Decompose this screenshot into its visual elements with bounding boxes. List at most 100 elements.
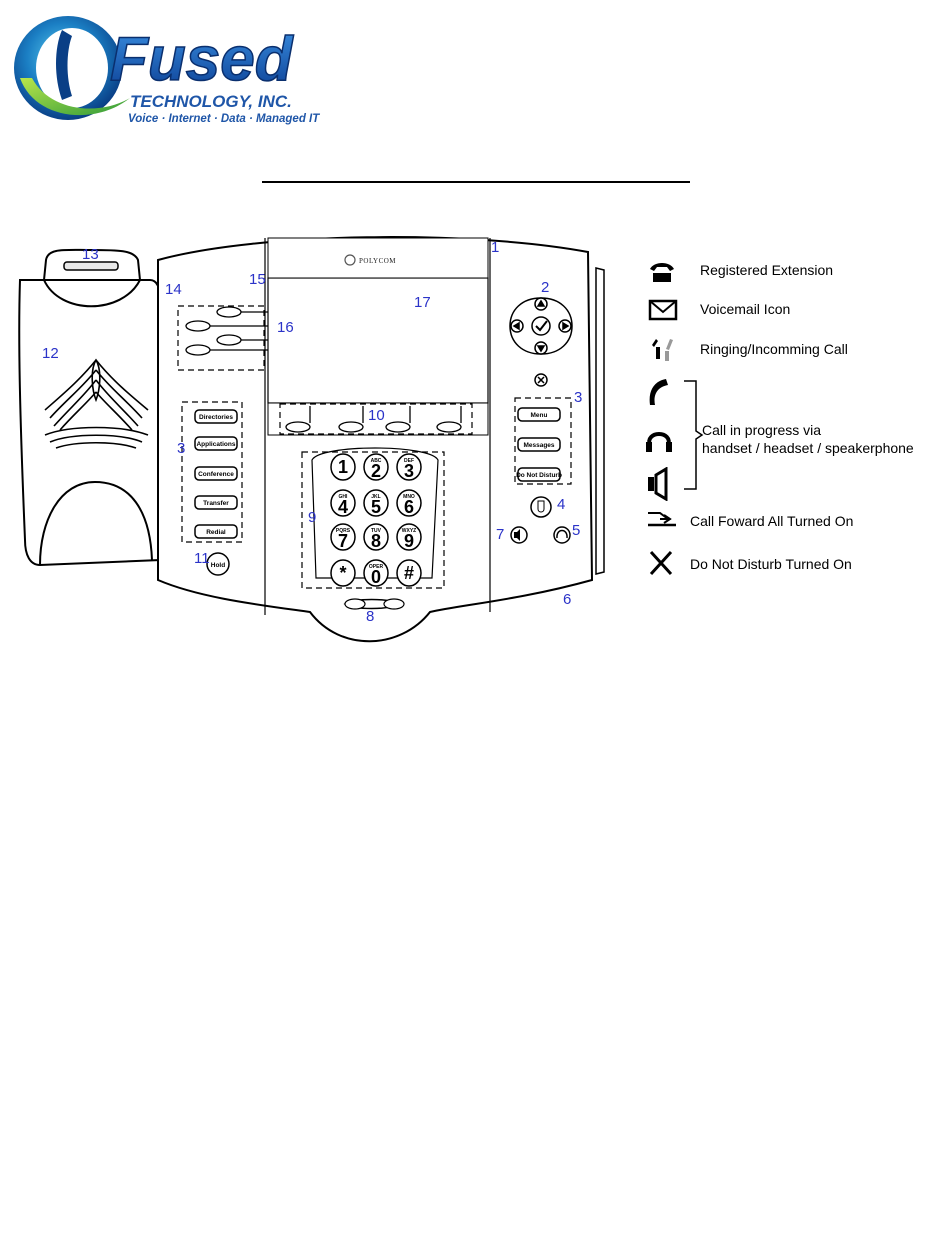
envelope-icon — [648, 299, 678, 321]
callout-13: 13 — [82, 246, 99, 263]
callout-4: 4 — [557, 496, 565, 513]
volume-key[interactable] — [343, 598, 405, 610]
ringing-icon — [652, 339, 673, 361]
soft-key-4[interactable] — [436, 421, 462, 433]
callout-16: 16 — [277, 319, 294, 336]
dialpad-key-digit: * — [339, 563, 346, 583]
line-key-1[interactable] — [216, 306, 242, 318]
logo-handset — [56, 30, 72, 100]
right-hard-keys: Menu Messages Do Not Disturb — [516, 407, 562, 482]
dialpad-key-letters: TUV — [371, 528, 382, 534]
display-screen — [267, 277, 489, 404]
callout-1: 1 — [491, 239, 499, 256]
do-not-disturb-key-label: Do Not Disturb — [516, 472, 562, 479]
dialpad-key-letters: PQRS — [336, 528, 351, 534]
registered-extension-label: Registered Extension — [700, 262, 834, 278]
dialpad-key-digit: 4 — [338, 497, 348, 517]
soft-keys — [285, 406, 462, 433]
callout-9: 9 — [308, 509, 316, 526]
directories-key[interactable] — [194, 409, 238, 424]
callout-12: 12 — [42, 345, 59, 362]
dialpad-key-digit: # — [404, 563, 414, 583]
dialpad-key-letters: OPER — [369, 564, 384, 570]
redial-key[interactable] — [194, 524, 238, 539]
ringing-label: Ringing/Incomming Call — [700, 341, 848, 357]
dialpad-key-digit: 7 — [338, 531, 348, 551]
headset-icon[interactable] — [553, 526, 571, 544]
line-key-4[interactable] — [185, 344, 211, 356]
conference-key[interactable] — [194, 466, 238, 481]
call-forward-icon — [648, 512, 676, 527]
brand-label: POLYCOM — [359, 257, 396, 265]
callout-17: 17 — [414, 294, 431, 311]
dialpad-key-digit: 3 — [404, 461, 414, 481]
dialpad-key-letters: JKL — [371, 494, 380, 500]
menu-key[interactable] — [517, 407, 561, 422]
dialpad-key-star[interactable]: * — [330, 559, 356, 587]
callout-8: 8 — [366, 608, 374, 625]
redial-key-label: Redial — [206, 529, 226, 536]
navigation-keys — [509, 297, 573, 387]
soft-key-1[interactable] — [285, 421, 311, 433]
registered-extension-icon — [650, 263, 674, 282]
do-not-disturb-key[interactable] — [517, 467, 561, 482]
messages-key-label: Messages — [523, 442, 554, 449]
conference-key-label: Conference — [198, 471, 234, 478]
do-not-disturb-label: Do Not Disturb Turned On — [690, 556, 852, 572]
directories-key-label: Directories — [199, 414, 233, 421]
dialpad-key-digit: 6 — [404, 497, 414, 517]
logo-subtitle: TECHNOLOGY, INC. — [130, 92, 292, 111]
do-not-disturb-icon — [649, 550, 673, 576]
hold-key-label: Hold — [211, 562, 225, 569]
handset-earpiece-vents — [44, 358, 149, 449]
mute-microphone-icon[interactable] — [530, 496, 552, 518]
transfer-key[interactable] — [194, 495, 238, 510]
dialpad-key-letters: DEF — [404, 458, 414, 464]
applications-key[interactable] — [194, 436, 238, 451]
line-key-2[interactable] — [185, 320, 211, 332]
callout-5: 5 — [572, 522, 580, 539]
applications-key-label: Applications — [196, 441, 235, 448]
menu-key-label: Menu — [531, 412, 548, 419]
call-progress-label-line1: Call in progress via — [702, 422, 822, 438]
hold-key[interactable] — [206, 552, 230, 576]
dialpad-key-digit: 0 — [371, 567, 381, 587]
dialpad-key-digit: 8 — [371, 531, 381, 551]
polycom-logo-icon — [344, 254, 356, 266]
dialpad-key-hash[interactable]: # — [396, 559, 422, 587]
soft-key-2[interactable] — [338, 421, 364, 433]
dialpad-key-1[interactable]: 1 — [330, 453, 356, 481]
dialpad-key-digit: 2 — [371, 461, 381, 481]
status-icon-legend: Registered Extension Voicemail Icon Ring… — [640, 255, 940, 585]
callout-10: 10 — [368, 407, 385, 424]
dialpad-key-letters: GHI — [339, 494, 349, 500]
dialpad-key-letters: WXYZ — [402, 528, 416, 534]
select-check-icon[interactable] — [531, 316, 551, 336]
headset-call-icon — [646, 432, 672, 452]
callout-6: 6 — [563, 591, 571, 608]
handset — [18, 248, 161, 567]
dialpad-key-letters: MNO — [403, 494, 415, 500]
phone-diagram: POLYCOM Directories Applications Confere… — [18, 236, 605, 643]
callout-15: 15 — [249, 271, 266, 288]
messages-key[interactable] — [517, 437, 561, 452]
soft-key-3[interactable] — [385, 421, 411, 433]
line-key-3[interactable] — [216, 334, 242, 346]
handset-call-icon — [649, 379, 668, 405]
callout-7: 7 — [496, 526, 504, 543]
dialpad-key-digit: 1 — [338, 457, 348, 477]
call-forward-label: Call Foward All Turned On — [690, 513, 854, 529]
logo-swoosh — [20, 78, 130, 116]
callout-2: 2 — [541, 279, 549, 296]
voicemail-label: Voicemail Icon — [700, 301, 791, 317]
